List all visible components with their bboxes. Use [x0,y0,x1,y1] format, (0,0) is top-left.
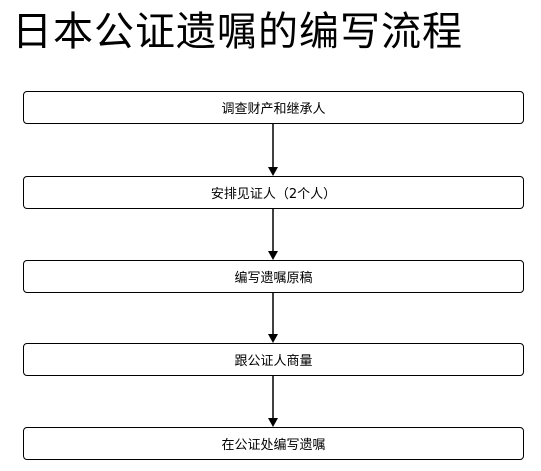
step-5-label: 在公证处编写遗嘱 [221,438,326,453]
step-3-box: 编写遗嘱原稿 [23,260,524,293]
step-3-label: 编写遗嘱原稿 [234,271,313,286]
arrow-down-icon [268,124,278,176]
step-1-label: 调查财产和继承人 [221,102,326,117]
step-2-box: 安排见证人（2个人） [23,176,524,209]
step-4-box: 跟公证人商量 [23,343,524,376]
step-4-label: 跟公证人商量 [234,354,313,369]
arrow-down-icon [268,209,278,260]
arrow-down-icon [268,293,278,343]
page-title: 日本公证遗嘱的编写流程 [12,9,463,55]
step-2-label: 安排见证人（2个人） [210,187,337,202]
step-5-box: 在公证处编写遗嘱 [23,427,524,460]
arrow-down-icon [268,376,278,427]
step-1-box: 调查财产和继承人 [23,91,524,124]
